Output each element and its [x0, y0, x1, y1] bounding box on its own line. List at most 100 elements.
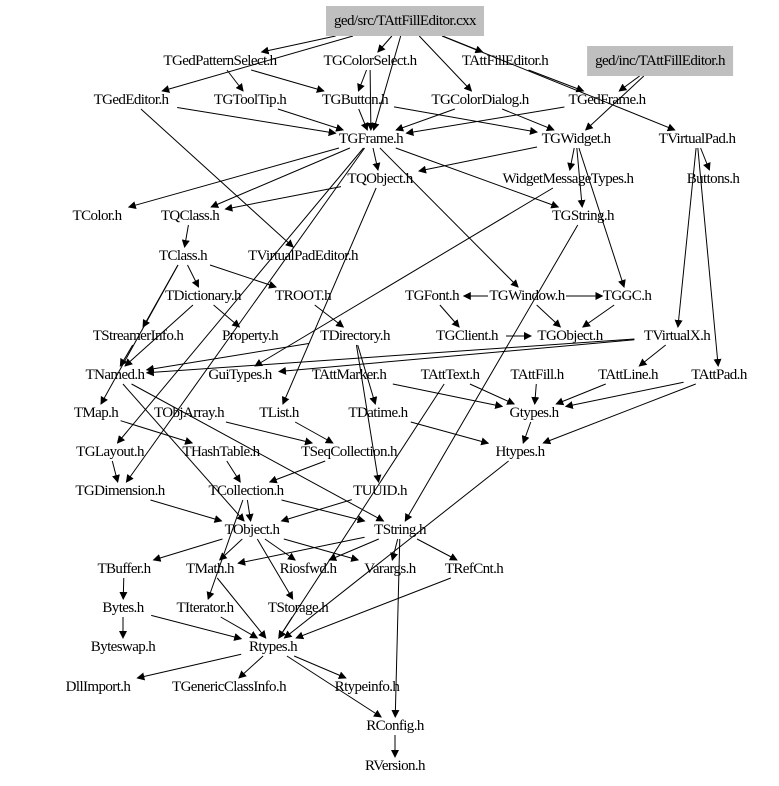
graph-node[interactable]: TDictionary.h — [165, 288, 241, 304]
dependency-edge — [536, 304, 562, 328]
graph-node[interactable]: TAttPad.h — [691, 367, 747, 383]
graph-node[interactable]: TIterator.h — [176, 600, 234, 616]
dependency-edge — [278, 383, 445, 639]
graph-node[interactable]: GuiTypes.h — [208, 367, 272, 383]
graph-node[interactable]: Byteswap.h — [90, 639, 156, 655]
graph-node[interactable]: RVersion.h — [365, 758, 425, 774]
dependency-edge — [124, 304, 194, 367]
graph-node[interactable]: Buttons.h — [686, 171, 740, 187]
graph-node[interactable]: Riosfwd.h — [279, 561, 337, 577]
dependency-edge — [145, 343, 309, 373]
graph-node[interactable]: TList.h — [259, 405, 299, 421]
dependency-edge — [521, 421, 532, 444]
graph-node[interactable]: ged/inc/TAttFillEditor.h — [587, 46, 733, 76]
graph-node[interactable]: TGedPatternSelect.h — [163, 53, 277, 69]
graph-node[interactable]: TStorage.h — [267, 600, 329, 616]
dependency-edge — [119, 344, 134, 367]
dependency-edge — [379, 147, 519, 288]
graph-node[interactable]: TGDimension.h — [75, 483, 165, 499]
graph-node[interactable]: Varargs.h — [364, 561, 416, 577]
graph-node[interactable]: TNamed.h — [85, 367, 146, 383]
graph-node[interactable]: TGedEditor.h — [93, 92, 169, 108]
dependency-edge — [441, 35, 676, 132]
graph-node[interactable]: TGObject.h — [537, 328, 603, 344]
graph-node[interactable]: TBuffer.h — [97, 561, 151, 577]
graph-node[interactable]: Property.h — [222, 328, 279, 344]
graph-node[interactable]: Rtypes.h — [248, 639, 298, 655]
graph-node[interactable]: TGColorSelect.h — [323, 53, 417, 69]
graph-node[interactable]: TDatime.h — [348, 405, 408, 421]
dependency-edge — [395, 147, 560, 209]
graph-node[interactable]: RConfig.h — [366, 718, 424, 734]
graph-node[interactable]: TColor.h — [72, 208, 123, 224]
graph-node[interactable]: TMath.h — [186, 561, 234, 577]
graph-node[interactable]: TStreamerInfo.h — [92, 328, 184, 344]
dependency-edge — [416, 538, 458, 561]
dependency-edge — [238, 655, 264, 679]
dependency-edge — [404, 224, 579, 522]
graph-node[interactable]: TGGC.h — [602, 288, 652, 304]
graph-node[interactable]: TSeqCollection.h — [301, 444, 397, 460]
graph-node[interactable]: TROOT.h — [275, 288, 332, 304]
dependency-edge — [618, 75, 640, 92]
dependency-edge — [281, 187, 377, 405]
graph-node[interactable]: TObject.h — [224, 522, 280, 538]
graph-node[interactable]: TVirtualPadEditor.h — [248, 248, 358, 264]
dependency-edge — [256, 538, 294, 600]
graph-node[interactable]: TGFrame.h — [338, 131, 404, 147]
graph-node[interactable]: TGWindow.h — [489, 288, 565, 304]
dependency-edge — [393, 106, 538, 135]
graph-node[interactable]: ged/src/TAttFillEditor.cxx — [326, 6, 484, 36]
dependency-edge — [555, 383, 606, 406]
dependency-edge — [237, 536, 365, 566]
graph-node[interactable]: TMap.h — [73, 405, 119, 421]
dependency-edge — [120, 420, 194, 445]
graph-node[interactable]: TAttText.h — [420, 367, 480, 383]
graph-node[interactable]: TGString.h — [552, 208, 615, 224]
dependency-edge — [564, 381, 684, 409]
graph-node[interactable]: TGButton.h — [321, 92, 389, 108]
graph-node[interactable]: TGenericClassInfo.h — [172, 679, 287, 695]
graph-node[interactable]: Bytes.h — [102, 600, 144, 616]
graph-node[interactable]: TGToolTip.h — [213, 92, 287, 108]
graph-node[interactable]: TObjArray.h — [153, 405, 225, 421]
graph-node[interactable]: TString.h — [374, 522, 426, 538]
dependency-edge — [390, 538, 399, 561]
dependency-edge — [151, 614, 243, 641]
graph-node[interactable]: TCollection.h — [208, 483, 284, 499]
dependency-edge — [584, 75, 645, 131]
dependency-edge — [410, 421, 490, 446]
graph-node[interactable]: TAttFillEditor.h — [461, 53, 549, 69]
graph-node[interactable]: DllImport.h — [65, 679, 131, 695]
graph-node[interactable]: Rtypeinfo.h — [334, 679, 400, 695]
graph-node[interactable]: TAttMarker.h — [311, 367, 387, 383]
graph-node[interactable]: TGedFrame.h — [568, 92, 646, 108]
graph-node[interactable]: TUUID.h — [353, 483, 407, 499]
dependency-edge — [209, 264, 277, 289]
graph-node[interactable]: TVirtualX.h — [643, 328, 711, 344]
dependency-edge — [355, 344, 382, 483]
graph-node[interactable]: TClass.h — [158, 248, 208, 264]
graph-node[interactable]: TDirectory.h — [320, 328, 390, 344]
graph-node[interactable]: TQObject.h — [347, 171, 413, 187]
dependency-edge — [226, 460, 241, 483]
graph-node[interactable]: TQClass.h — [160, 208, 220, 224]
dependency-edge — [145, 338, 635, 377]
graph-node[interactable]: Htypes.h — [495, 444, 546, 460]
graph-node[interactable]: TAttLine.h — [598, 367, 658, 383]
graph-node[interactable]: TRefCnt.h — [444, 561, 504, 577]
graph-node[interactable]: TGWidget.h — [541, 131, 611, 147]
graph-node[interactable]: THashTable.h — [182, 444, 260, 460]
dependency-edge — [357, 69, 368, 92]
dependency-edge — [405, 106, 565, 136]
graph-node[interactable]: TAttFill.h — [510, 367, 564, 383]
graph-node[interactable]: Gtypes.h — [509, 405, 560, 421]
graph-node[interactable]: TGClient.h — [436, 328, 499, 344]
graph-node[interactable]: TVirtualPad.h — [658, 131, 736, 147]
graph-node[interactable]: TGLayout.h — [76, 444, 144, 460]
graph-node[interactable]: TGColorDialog.h — [431, 92, 529, 108]
dependency-edge — [542, 383, 696, 445]
graph-node[interactable]: WidgetMessageTypes.h — [502, 171, 635, 187]
graph-node[interactable]: TGFont.h — [405, 288, 460, 304]
